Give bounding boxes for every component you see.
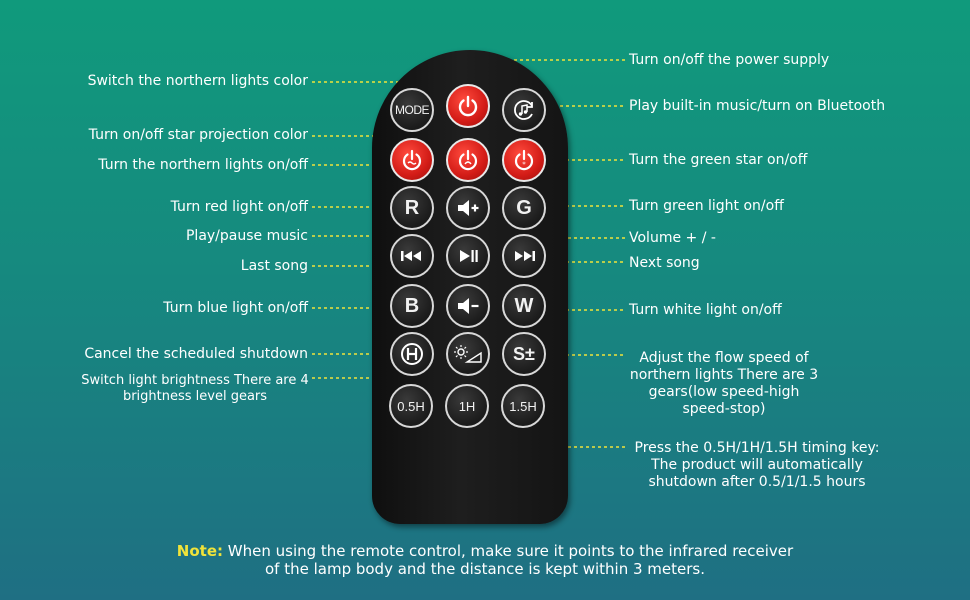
volume-down-button[interactable] (446, 284, 490, 328)
music-icon (514, 100, 533, 120)
label-switch-northern-color: Switch the northern lights color (87, 73, 308, 89)
volume-down-icon (458, 298, 479, 314)
green-light-button-label: G (516, 196, 532, 219)
label-red-light: Turn red light on/off (170, 199, 308, 215)
label-music-bluetooth: Play built-in music/turn on Bluetooth (629, 98, 886, 114)
label-power: Turn on/off the power supply (629, 52, 830, 68)
timer-05h-button[interactable]: 0.5H (389, 384, 433, 428)
label-flow-speed: Adjust the flow speed of northern lights… (618, 350, 830, 418)
flow-speed-button-label: S± (513, 343, 535, 364)
mode-button-label: MODE (395, 103, 430, 117)
blue-light-button[interactable]: B (390, 284, 434, 328)
previous-icon (401, 251, 421, 261)
next-button[interactable] (502, 234, 546, 278)
music-bluetooth-button[interactable] (502, 88, 546, 132)
green-star-icon: * (514, 149, 534, 171)
brightness-button[interactable] (446, 332, 490, 376)
note-line1-text: When using the remote control, make sure… (227, 542, 794, 560)
timer-05h-label: 0.5H (397, 398, 425, 414)
remote-control: MODE * (372, 50, 568, 524)
note-line1: Note: When using the remote control, mak… (0, 542, 970, 560)
note: Note: When using the remote control, mak… (0, 542, 970, 578)
label-green-light: Turn green light on/off (629, 198, 784, 214)
label-green-star: Turn the green star on/off (629, 152, 808, 168)
label-flow-line2: northern lights There are 3 (629, 367, 819, 383)
label-last-song: Last song (240, 258, 308, 274)
timer-15h-button[interactable]: 1.5H (501, 384, 545, 428)
next-icon (515, 251, 535, 261)
white-light-button[interactable]: W (502, 284, 546, 328)
previous-button[interactable] (390, 234, 434, 278)
label-volume: Volume + / - (629, 230, 716, 246)
power-icon (458, 95, 478, 117)
label-flow-line1: Adjust the flow speed of (639, 350, 809, 366)
play-pause-button[interactable] (446, 234, 490, 278)
green-light-button[interactable]: G (502, 186, 546, 230)
mode-button[interactable]: MODE (390, 88, 434, 132)
northern-lights-power-button[interactable] (390, 138, 434, 182)
label-flow-line4: speed-stop) (682, 401, 766, 417)
label-timer-line2: The product will automatically (651, 457, 863, 473)
label-timer-line3: shutdown after 0.5/1/1.5 hours (648, 474, 866, 490)
svg-text:*: * (522, 161, 526, 169)
label-timer: Press the 0.5H/1H/1.5H timing key: The p… (612, 440, 902, 491)
timer-1h-label: 1H (458, 398, 476, 414)
label-flow-line3: gears(low speed-high (648, 384, 800, 400)
label-brightness: Switch light brightness There are 4 brig… (76, 373, 314, 405)
timer-15h-label: 1.5H (509, 398, 537, 414)
label-cancel-shutdown: Cancel the scheduled shutdown (84, 346, 308, 362)
volume-up-icon (458, 200, 479, 216)
label-brightness-line2: brightness level gears (122, 389, 268, 404)
cancel-timer-icon (401, 343, 423, 365)
red-light-button-label: R (404, 196, 420, 219)
note-prefix: Note: (176, 542, 223, 560)
timer-1h-button[interactable]: 1H (445, 384, 489, 428)
green-star-button[interactable]: * (502, 138, 546, 182)
label-play-pause: Play/pause music (185, 228, 308, 244)
blue-light-button-label: B (404, 294, 420, 317)
star-projection-icon (458, 149, 478, 171)
red-light-button[interactable]: R (390, 186, 434, 230)
flow-speed-button[interactable]: S± (502, 332, 546, 376)
star-projection-button[interactable] (446, 138, 490, 182)
brightness-icon (454, 345, 482, 363)
label-star-projection: Turn on/off star projection color (88, 127, 308, 143)
power-button[interactable] (446, 84, 490, 128)
northern-lights-icon (402, 149, 422, 171)
label-northern-onoff: Turn the northern lights on/off (98, 157, 308, 173)
note-line2: of the lamp body and the distance is kep… (264, 560, 706, 578)
label-white-light: Turn white light on/off (629, 302, 782, 318)
label-next-song: Next song (629, 255, 700, 271)
play-pause-icon (460, 250, 478, 262)
white-light-button-label: W (514, 294, 534, 317)
label-blue-light: Turn blue light on/off (163, 300, 308, 316)
label-brightness-line1: Switch light brightness There are 4 (81, 373, 309, 388)
label-timer-line1: Press the 0.5H/1H/1.5H timing key: (634, 440, 880, 456)
volume-up-button[interactable] (446, 186, 490, 230)
cancel-timer-button[interactable] (390, 332, 434, 376)
